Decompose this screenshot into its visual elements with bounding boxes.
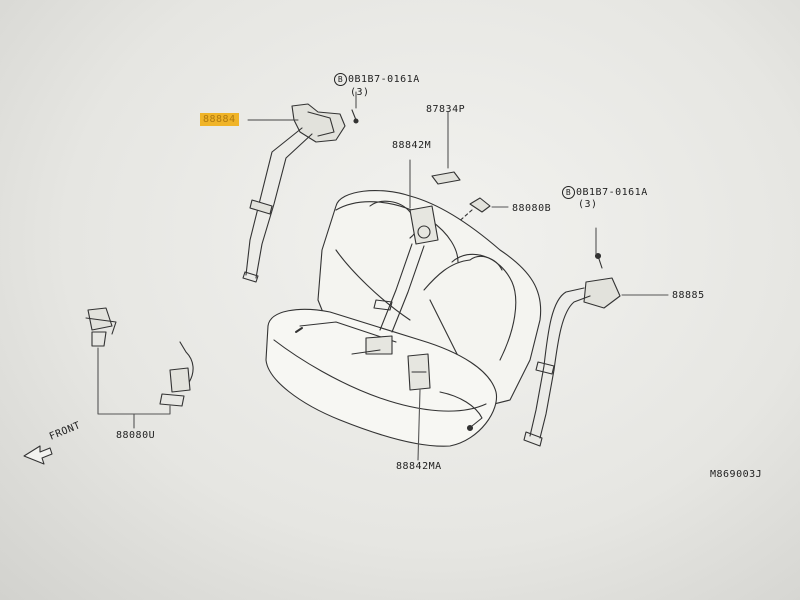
part-number-88080b[interactable]: 88080B: [512, 203, 552, 214]
bolt-qty-top-left: (3): [350, 87, 370, 98]
clip-88080b: [455, 197, 509, 225]
diagram-code: M869003J: [710, 469, 763, 480]
bolt-symbol-icon: B: [562, 186, 575, 199]
part-number-88080u[interactable]: 88080U: [116, 430, 156, 441]
part-number-88842m[interactable]: 88842M: [392, 140, 432, 151]
leader-lines: [247, 91, 357, 121]
part-number-88885[interactable]: 88885: [672, 290, 705, 301]
part-number-88842ma[interactable]: 88842MA: [396, 461, 442, 472]
buckle-88842ma: [407, 353, 483, 461]
bolt-symbol-icon: B: [334, 73, 347, 86]
front-arrow: [23, 445, 53, 465]
right-belt-assembly: [523, 227, 669, 447]
bolt-part-number: 0B1B7-0161A: [348, 74, 420, 85]
bolt-qty-right: (3): [578, 199, 598, 210]
part-number-88884[interactable]: 88884: [200, 113, 239, 126]
left-belt-assembly: [242, 103, 359, 283]
bracket-87834p: [431, 111, 461, 185]
bolt-part-number: 0B1B7-0161A: [576, 187, 648, 198]
part-number-87834p[interactable]: 87834P: [426, 104, 466, 115]
center-belt-88842m: [351, 159, 439, 355]
rear-seat: [265, 190, 542, 447]
buckle-parts-88080u: [85, 307, 194, 429]
